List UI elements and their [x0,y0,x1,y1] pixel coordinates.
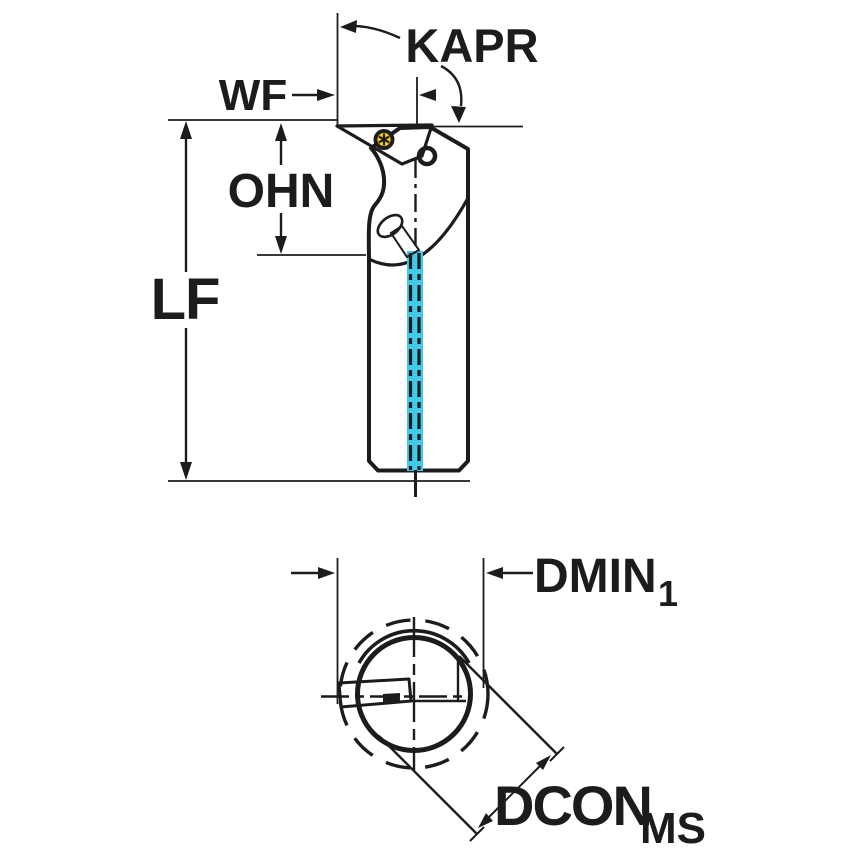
kapr-angle-arrow [451,106,466,123]
ohn-arrow-up [275,123,287,141]
dcon-tick-upper [549,746,565,762]
dmin-arrow-left [318,567,335,579]
insert-side-view [335,123,434,166]
insert-end-view [337,677,413,709]
coolant-channel [376,213,423,471]
dmin-dimension: DMIN 1 [291,550,678,704]
end-view: DMIN 1 DCON MS [291,550,706,853]
kapr-leader-arc [348,24,401,40]
dcon-subscript: MS [640,804,706,853]
ohn-arrow-down [275,236,287,254]
dcon-dimension: DCON MS [378,655,706,853]
insert-end-body [337,677,413,709]
coolant-hole [376,213,404,239]
wf-arrow-right [317,89,335,101]
insert-body [335,123,434,166]
dcon-dimension-line [487,764,542,819]
lf-label: LF [151,267,220,332]
side-view: LF OHN WF [151,13,539,497]
dcon-label: DCON [494,774,651,837]
wf-arrow-left [419,89,436,101]
wf-label: WF [219,71,287,120]
ohn-label: OHN [228,165,335,218]
dcon-arrow-upper [536,755,551,770]
lf-arrow-down [180,462,192,480]
dcon-tick-lower [469,826,485,842]
kapr-leader-arrow [340,20,357,33]
torx-star-icon [378,133,390,146]
kapr-annotation: KAPR [340,19,539,123]
ohn-dimension: OHN [228,123,366,256]
dcon-tangent-upper [458,655,558,755]
dmin-label: DMIN [534,550,657,603]
kapr-angle-arc [440,64,463,107]
tool-body [366,125,470,473]
dcon-arrow-lower [478,813,493,828]
kapr-label: KAPR [405,19,538,72]
dcon-tangent-lower [378,735,478,835]
lf-dimension: LF [151,121,220,480]
lf-arrow-up [180,121,192,139]
dmin-dashed-circle [338,618,490,770]
dmin-arrow-right [486,567,503,579]
wf-dimension: WF [219,71,436,120]
dmin-subscript: 1 [658,573,678,614]
insert-end-notch [383,693,400,702]
